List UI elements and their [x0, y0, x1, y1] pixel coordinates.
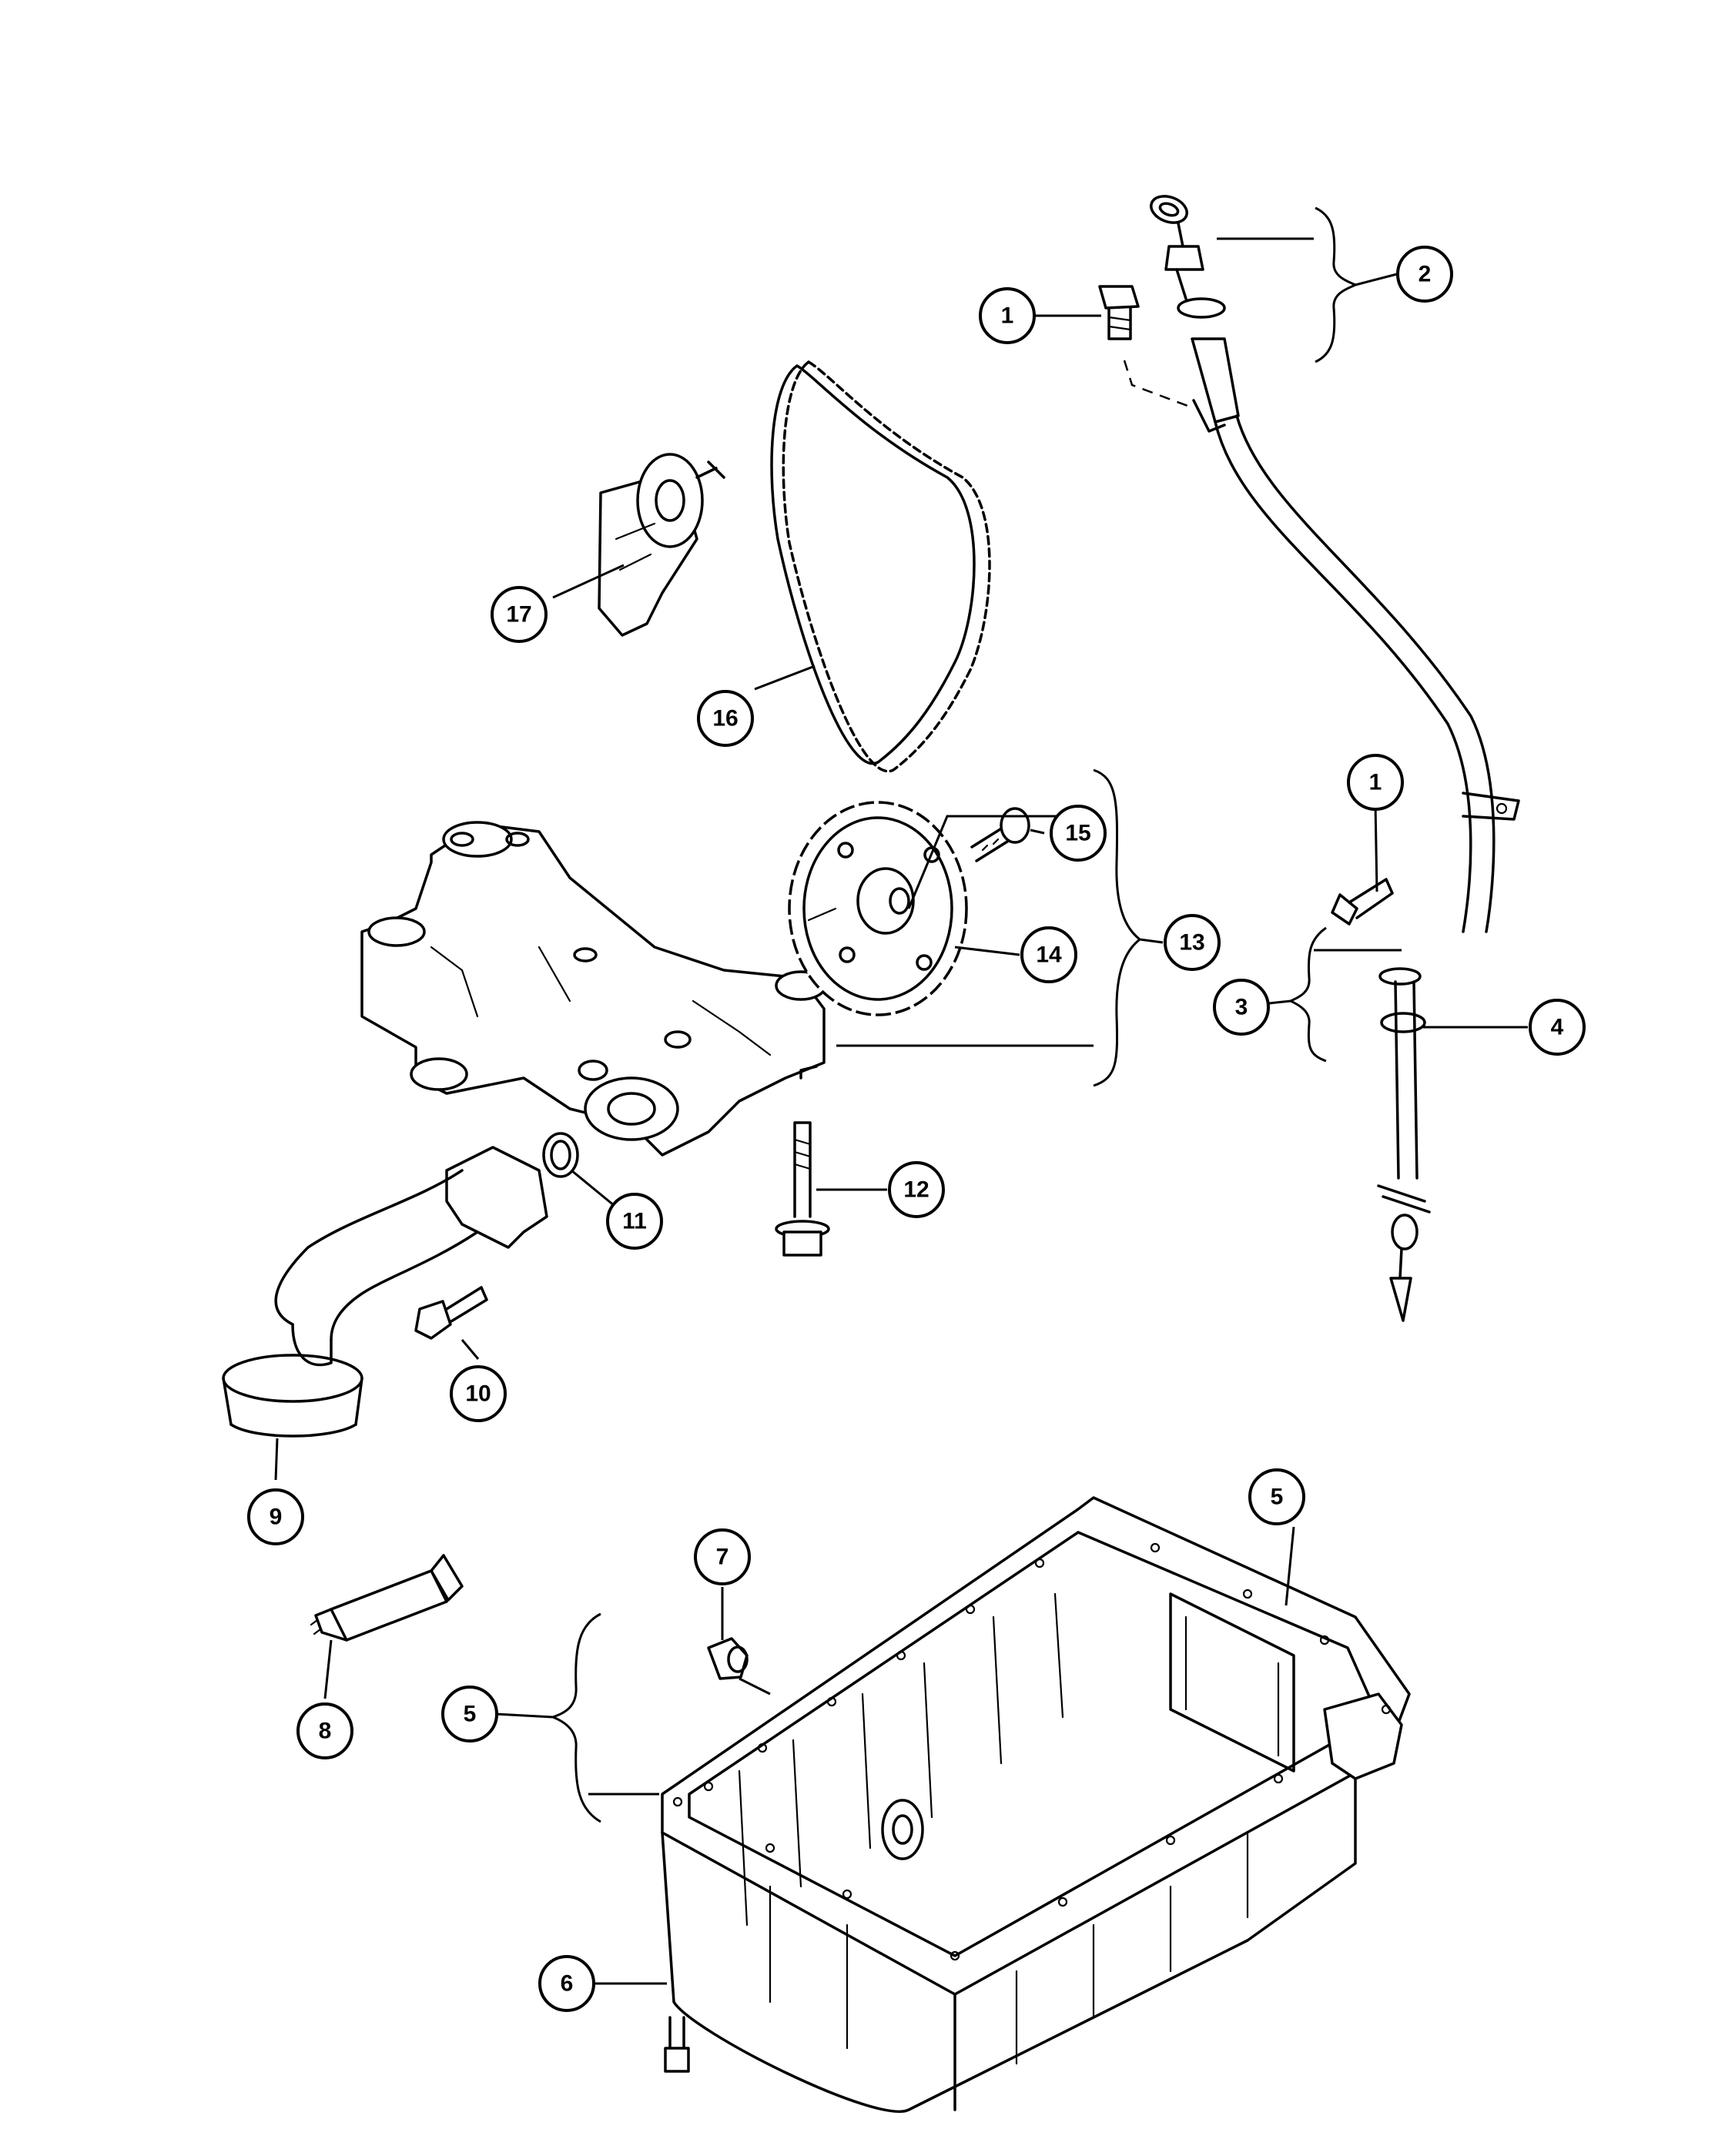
callout-17: 17	[491, 586, 548, 643]
bolt-lower	[1331, 878, 1394, 926]
sealant-tube	[310, 1554, 464, 1642]
callout-17-label: 17	[506, 602, 531, 628]
leader-lines	[274, 237, 1528, 1985]
brace-part-5	[549, 1612, 601, 1823]
pickup-tube-bolt	[414, 1286, 488, 1340]
callout-7-label: 7	[716, 1545, 729, 1570]
callout-16: 16	[697, 690, 754, 747]
callout-3: 3	[1213, 979, 1270, 1036]
callout-12-label: 12	[903, 1177, 929, 1203]
callout-12: 12	[888, 1161, 945, 1218]
callout-2-label: 2	[1419, 262, 1432, 287]
callout-8-label: 8	[319, 1719, 332, 1744]
callout-4-label: 4	[1551, 1015, 1564, 1040]
brace-part-13	[1093, 768, 1142, 1087]
oil-pickup-tube	[222, 1146, 548, 1438]
timing-chain	[770, 360, 991, 773]
callout-10-label: 10	[465, 1381, 491, 1407]
callout-15: 15	[1050, 805, 1107, 862]
callout-13: 13	[1164, 914, 1221, 971]
callout-10: 10	[450, 1365, 507, 1422]
callout-1-upper: 1	[979, 287, 1036, 344]
oil-pump-body	[360, 821, 827, 1157]
o-ring	[542, 1132, 579, 1178]
callout-4: 4	[1529, 999, 1586, 1056]
callout-5-right-label: 5	[1271, 1485, 1284, 1510]
callout-11-label: 11	[622, 1209, 647, 1234]
callout-11: 11	[606, 1193, 663, 1250]
callout-9: 9	[247, 1488, 304, 1545]
callout-1-lower-label: 1	[1369, 770, 1382, 795]
callout-7: 7	[694, 1528, 751, 1585]
callout-13-label: 13	[1179, 930, 1204, 956]
brace-part-3	[1288, 926, 1327, 1063]
oil-pump-sprocket	[788, 801, 968, 1016]
long-bolt	[775, 1121, 830, 1257]
oil-pan	[661, 1496, 1411, 2113]
callout-6: 6	[538, 1955, 595, 2012]
drain-plug	[707, 1637, 749, 1680]
callout-1-upper-label: 1	[1001, 303, 1014, 329]
chain-tensioner	[598, 453, 725, 637]
callout-15-label: 15	[1065, 821, 1090, 846]
bolt-upper	[1098, 285, 1226, 433]
callout-14: 14	[1020, 926, 1077, 983]
oil-pan-bolt	[664, 2016, 690, 2073]
callout-5-right: 5	[1248, 1468, 1305, 1525]
callout-9-label: 9	[270, 1505, 283, 1530]
callout-5-left-label: 5	[464, 1702, 477, 1727]
callout-3-label: 3	[1235, 995, 1248, 1020]
dipstick-assembly	[1150, 195, 1520, 1322]
callout-14-label: 14	[1036, 942, 1062, 968]
brace-part-2	[1315, 206, 1358, 363]
callout-16-label: 16	[712, 706, 738, 732]
callout-1-lower: 1	[1347, 754, 1404, 811]
callout-8: 8	[296, 1702, 353, 1759]
callout-6-label: 6	[561, 1971, 574, 1997]
callout-2: 2	[1396, 246, 1453, 303]
callout-5-left: 5	[441, 1686, 498, 1743]
